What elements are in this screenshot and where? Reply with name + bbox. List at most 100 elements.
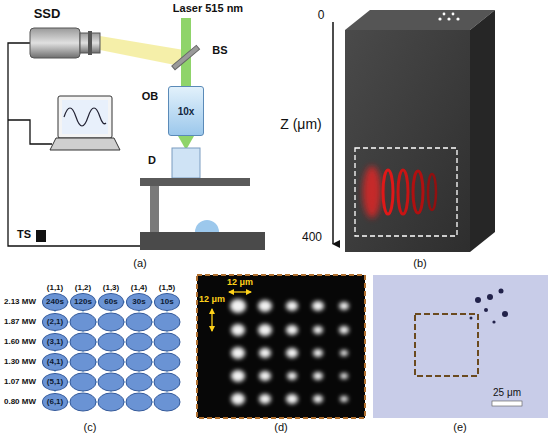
bright-spot <box>312 301 324 311</box>
spot-circle <box>98 313 124 331</box>
bright-spot <box>231 324 245 336</box>
camera-symbol <box>30 28 80 58</box>
micrograph-light <box>470 317 473 320</box>
laser-spots <box>428 174 436 210</box>
node-text: (6,1) <box>47 398 63 407</box>
bright-spot <box>231 347 245 359</box>
spot-circle <box>70 353 96 371</box>
bright-spot <box>340 396 348 402</box>
sample-block <box>345 10 495 30</box>
spot-circle <box>154 373 180 391</box>
sample-block <box>452 13 455 16</box>
bright-spot <box>287 372 297 380</box>
bright-spot <box>339 302 349 310</box>
axis-tick: 0 <box>318 9 325 22</box>
laser-label: Laser 515 nm <box>173 2 243 14</box>
laptop-symbol <box>64 108 106 126</box>
micrograph-light <box>492 320 495 323</box>
depth-axis <box>333 22 334 244</box>
laser-spots <box>398 170 408 214</box>
beam-splitter <box>172 45 200 69</box>
spot-circle: 10s <box>154 293 180 311</box>
panel-label: (c) <box>84 421 97 433</box>
spot-circle <box>154 313 180 331</box>
translation-stage <box>195 220 219 232</box>
bright-spot <box>231 370 245 382</box>
spot-circle <box>98 373 124 391</box>
sample-dish <box>172 148 200 178</box>
micrograph-light <box>484 308 488 312</box>
bright-spot <box>259 348 271 358</box>
spot-circle: 240s <box>42 293 68 311</box>
part-name: D <box>148 154 156 166</box>
power-label: 2.13 MW <box>4 298 36 307</box>
camera-symbol <box>30 28 100 58</box>
scale-arrow <box>229 291 251 292</box>
panel-label: (a) <box>133 257 146 269</box>
part-name: SSD <box>34 7 61 21</box>
spot-circle <box>154 393 180 411</box>
grid-index: (1,4) <box>131 284 147 293</box>
bright-spot <box>258 300 272 312</box>
signal-wire <box>8 43 140 246</box>
grid-index: (1,1) <box>47 284 63 293</box>
bright-spot <box>259 394 271 404</box>
spot-circle <box>126 393 152 411</box>
laser-spots <box>413 171 423 213</box>
translation-stage <box>140 232 265 250</box>
spot-circle: (5,1) <box>42 373 68 391</box>
sample-block <box>443 13 446 16</box>
spot-circle <box>126 353 152 371</box>
sample-block <box>456 17 459 20</box>
panel-label: (d) <box>274 421 287 433</box>
node-text: (2,1) <box>47 318 63 327</box>
translation-stage <box>140 178 250 186</box>
spot-circle <box>98 353 124 371</box>
depth-axis <box>332 22 334 244</box>
spot-circle <box>154 333 180 351</box>
node-text: 240s <box>46 298 64 307</box>
objective-lens: 10x <box>168 86 204 136</box>
laser-spots <box>363 166 381 218</box>
panel-label: (e) <box>453 421 466 433</box>
spot-circle <box>98 393 124 411</box>
sample-block <box>447 17 450 20</box>
bright-spot <box>340 350 348 356</box>
spot-circle <box>126 313 152 331</box>
bright-spot <box>231 393 245 405</box>
grid-index: (1,3) <box>103 284 119 293</box>
translation-stage <box>150 186 159 232</box>
micrograph-light <box>373 275 548 418</box>
scale-arrow <box>211 309 212 331</box>
grid-lines <box>55 302 167 402</box>
spot-circle: 30s <box>126 293 152 311</box>
spot-circle <box>70 333 96 351</box>
laptop-symbol <box>58 96 112 138</box>
spot-circle: (6,1) <box>42 393 68 411</box>
node-text: 10s <box>160 298 173 307</box>
bright-spot <box>286 394 298 404</box>
micrograph-dark <box>197 275 365 418</box>
yellow-beam <box>100 36 184 66</box>
bright-spot <box>286 348 298 358</box>
spot-circle <box>70 313 96 331</box>
bright-spot <box>230 299 349 405</box>
bright-spot <box>313 372 323 380</box>
power-label: 1.60 MW <box>4 338 36 347</box>
micrograph-light <box>475 297 481 303</box>
part-name: BS <box>212 44 227 56</box>
grid-index: (1,5) <box>159 284 175 293</box>
part-name: TS <box>17 228 31 240</box>
yellow-beam <box>100 36 184 66</box>
micrograph-dark <box>197 275 365 418</box>
bright-spot <box>259 371 271 381</box>
sample-block <box>345 10 495 252</box>
node-text: (4,1) <box>47 358 63 367</box>
sample-dish <box>172 148 200 178</box>
panel-label: (b) <box>413 257 426 269</box>
bright-spot <box>313 395 323 403</box>
grid-index: (1,2) <box>75 284 91 293</box>
signal-wire <box>8 43 140 246</box>
node-text: 10x <box>178 106 195 117</box>
